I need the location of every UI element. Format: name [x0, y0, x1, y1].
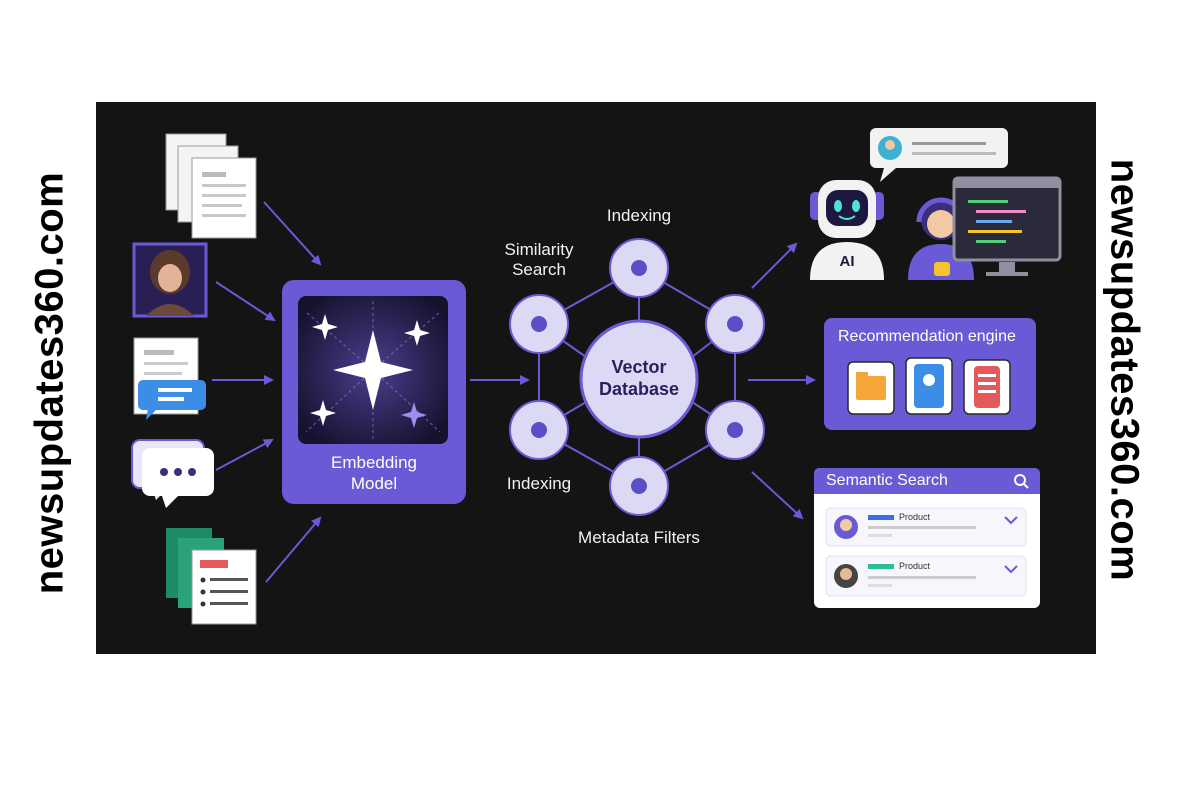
recommendation-engine-card — [824, 318, 1036, 430]
ai-robot-icon — [810, 180, 884, 280]
label-indexing-top: Indexing — [606, 206, 672, 225]
spreadsheet-list-icon — [166, 528, 257, 625]
network-nodes — [509, 238, 765, 516]
search-icon — [1014, 474, 1026, 486]
semantic-search-card — [814, 468, 1040, 608]
semantic-search-title: Semantic Search — [826, 472, 948, 489]
diagram-panel: Indexing Similarity Search Indexing Meta… — [96, 102, 1096, 654]
node-top — [609, 238, 669, 298]
watermark-left: newsupdates360.com — [27, 171, 72, 595]
input-arrows — [212, 201, 322, 583]
node-bottom — [609, 456, 669, 516]
folder-icon — [847, 361, 895, 415]
embedding-model-label: Embedding Model — [330, 453, 417, 494]
phone-cloud-icon — [905, 357, 953, 415]
node-lower-right — [705, 400, 765, 460]
result-row-2 — [825, 555, 1027, 597]
chevron-down-icon — [1004, 565, 1018, 574]
result-product-label-2: Product — [899, 561, 931, 571]
sparkle-icon — [333, 330, 413, 410]
code-monitor-icon — [952, 176, 1062, 276]
embedding-model-block — [282, 280, 466, 504]
ai-badge: AI — [839, 253, 855, 270]
recommendation-engine-title: Recommendation engine — [838, 328, 1016, 345]
vector-database-label: Vector Database — [598, 357, 680, 399]
message-bubble-icon — [131, 439, 214, 508]
node-upper-left — [509, 294, 569, 354]
image-portrait-icon — [132, 242, 208, 318]
label-similarity-search: Similarity Search — [504, 240, 574, 280]
documents-stack-icon — [165, 133, 257, 239]
node-upper-right — [705, 294, 765, 354]
vector-database-node — [579, 319, 699, 439]
result-row-1 — [825, 507, 1027, 547]
chat-bubble-icon — [870, 128, 1008, 182]
phone-list-icon — [963, 359, 1011, 415]
watermark-right: newsupdates360.com — [1102, 158, 1147, 582]
result-product-label-1: Product — [899, 512, 931, 522]
chevron-down-icon — [1004, 516, 1018, 525]
node-lower-left — [509, 400, 569, 460]
diagram-canvas — [131, 128, 1062, 625]
chat-document-icon — [133, 337, 206, 420]
label-metadata-filters: Metadata Filters — [578, 528, 700, 547]
label-indexing-bottom: Indexing — [506, 474, 572, 493]
output-arrows — [748, 242, 816, 520]
